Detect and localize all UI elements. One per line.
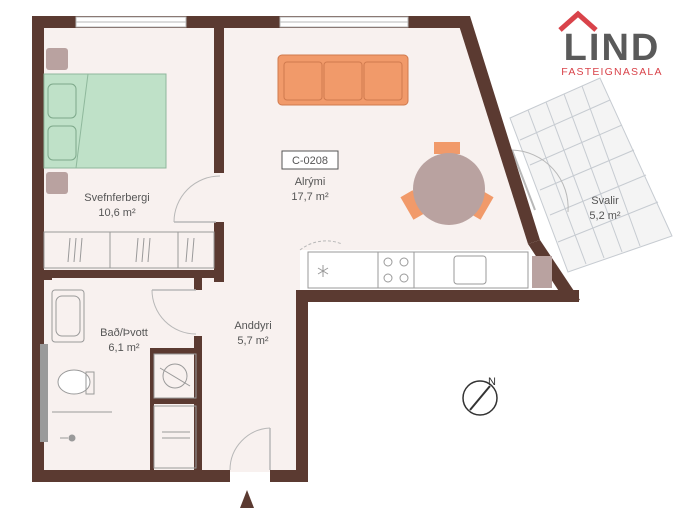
roof-icon	[558, 10, 598, 32]
room-area-balcony: 5,2 m²	[589, 210, 621, 222]
room-area-bathroom: 6,1 m²	[108, 342, 140, 354]
room-name-balcony: Svalir	[591, 195, 619, 207]
room-name-living: Alrými	[295, 176, 326, 188]
doors	[151, 175, 343, 471]
unit-code: C-0208	[292, 155, 328, 167]
brand-logo: LIND FASTEIGNASALA	[558, 10, 662, 78]
interior-walls	[44, 28, 224, 470]
room-name-bedroom: Svefnferbergi	[84, 192, 149, 204]
room-area-bedroom: 10,6 m²	[98, 207, 136, 219]
room-area-hallway: 5,7 m²	[237, 335, 269, 347]
dining-set	[400, 142, 494, 225]
kitchen-counter	[307, 251, 552, 289]
room-area-living: 17,7 m²	[291, 191, 329, 203]
brand-name: LIND	[564, 27, 661, 69]
room-name-hallway: Anddyri	[234, 320, 271, 332]
sofa	[277, 54, 409, 106]
entrance-arrow	[240, 490, 254, 508]
compass-icon	[462, 380, 498, 416]
bathroom-fixtures	[51, 289, 197, 469]
balcony	[509, 77, 673, 273]
unit-code-box: C-0208	[281, 150, 339, 170]
room-name-bathroom: Bað/Þvott	[100, 327, 148, 339]
bed	[43, 48, 167, 194]
compass: N	[462, 376, 498, 416]
wardrobe	[43, 231, 215, 269]
compass-north-label: N	[488, 376, 496, 388]
windows	[40, 16, 409, 442]
brand-tagline: FASTEIGNASALA	[561, 66, 662, 78]
